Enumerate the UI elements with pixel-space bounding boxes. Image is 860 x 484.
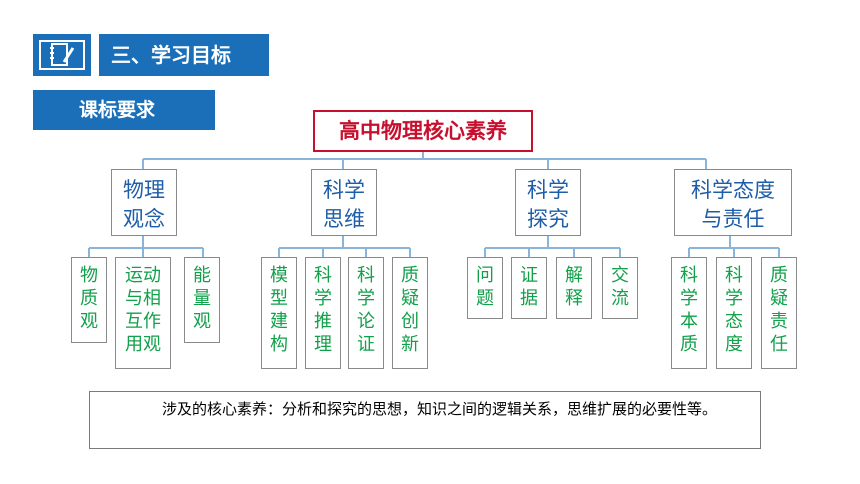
core-literacy-root: 高中物理核心素养: [313, 110, 533, 152]
leaf-text: 题: [476, 288, 494, 309]
leaf-text: 科: [725, 265, 743, 286]
leaf-text: 解: [565, 265, 583, 286]
leaf-text: 科: [680, 265, 698, 286]
leaf-scientific-argumentation: 科 学 论 证: [348, 257, 384, 369]
leaf-questioning-innovation: 质 疑 创 新: [392, 257, 428, 369]
leaf-text: 观: [193, 311, 211, 332]
leaf-questioning-responsibility: 质 疑 责 任: [761, 257, 797, 369]
leaf-text: 度: [725, 334, 743, 355]
leaf-text: 交: [611, 265, 629, 286]
leaf-text: 态: [725, 311, 743, 332]
leaf-model-construction: 模 型 建 构: [261, 257, 297, 369]
leaf-question: 问 题: [467, 257, 503, 319]
leaf-text: 证: [520, 265, 538, 286]
notebook-pen-icon: [33, 34, 91, 76]
subsection-label: 课标要求: [33, 90, 215, 130]
leaf-text: 与相: [125, 288, 161, 309]
leaf-motion-interaction-view: 运动 与相 互作 用观: [115, 257, 171, 369]
leaf-text: 质: [80, 288, 98, 309]
category-label-line1: 科学: [323, 178, 365, 202]
leaf-communication: 交 流: [602, 257, 638, 319]
leaf-scientific-reasoning: 科 学 推 理: [305, 257, 341, 369]
leaf-text: 任: [770, 334, 788, 355]
category-label-line1: 物理: [123, 178, 165, 202]
leaf-text: 疑: [401, 288, 419, 309]
leaf-evidence: 证 据: [511, 257, 547, 319]
leaf-text: 能: [193, 265, 211, 286]
leaf-text: 用观: [125, 334, 161, 355]
leaf-text: 物: [80, 265, 98, 286]
leaf-text: 质: [770, 265, 788, 286]
category-scientific-thinking: 科学 思维: [311, 169, 377, 236]
category-label-line1: 科学态度: [691, 178, 775, 202]
leaf-energy-view: 能 量 观: [184, 257, 220, 343]
category-attitude-responsibility: 科学态度 与责任: [674, 169, 792, 236]
leaf-scientific-attitude: 科 学 态 度: [716, 257, 752, 369]
category-label-line1: 科学: [527, 178, 569, 202]
leaf-material-view: 物 质 观: [71, 257, 107, 343]
category-label-line2: 与责任: [701, 207, 765, 231]
category-physics-concepts: 物理 观念: [111, 169, 177, 236]
leaf-text: 建: [270, 311, 288, 332]
leaf-text: 质: [401, 265, 419, 286]
category-scientific-inquiry: 科学 探究: [515, 169, 581, 236]
leaf-text: 理: [314, 334, 332, 355]
leaf-text: 推: [314, 311, 332, 332]
leaf-text: 新: [401, 334, 419, 355]
leaf-text: 型: [270, 288, 288, 309]
leaf-text: 互作: [125, 311, 161, 332]
category-label-line2: 观念: [123, 207, 165, 231]
leaf-text: 释: [565, 288, 583, 309]
leaf-text: 责: [770, 311, 788, 332]
leaf-text: 学: [314, 288, 332, 309]
category-label-line2: 探究: [527, 207, 569, 231]
leaf-text: 流: [611, 288, 629, 309]
leaf-text: 量: [193, 288, 211, 309]
leaf-text: 疑: [770, 288, 788, 309]
leaf-text: 观: [80, 311, 98, 332]
leaf-text: 证: [357, 334, 375, 355]
leaf-text: 创: [401, 311, 419, 332]
leaf-text: 科: [314, 265, 332, 286]
section-title: 三、学习目标: [99, 34, 269, 76]
leaf-text: 学: [725, 288, 743, 309]
leaf-text: 模: [270, 265, 288, 286]
category-label-line2: 思维: [323, 207, 365, 231]
leaf-text: 本: [680, 311, 698, 332]
leaf-explanation: 解 释: [556, 257, 592, 319]
leaf-text: 学: [680, 288, 698, 309]
leaf-text: 科: [357, 265, 375, 286]
leaf-text: 问: [476, 265, 494, 286]
leaf-text: 运动: [125, 265, 161, 286]
leaf-nature-of-science: 科 学 本 质: [671, 257, 707, 369]
leaf-text: 质: [680, 334, 698, 355]
leaf-text: 学: [357, 288, 375, 309]
leaf-text: 论: [357, 311, 375, 332]
leaf-text: 构: [270, 334, 288, 355]
leaf-text: 据: [520, 288, 538, 309]
core-literacy-note: 涉及的核心素养：分析和探究的思想，知识之间的逻辑关系，思维扩展的必要性等。: [89, 391, 761, 449]
